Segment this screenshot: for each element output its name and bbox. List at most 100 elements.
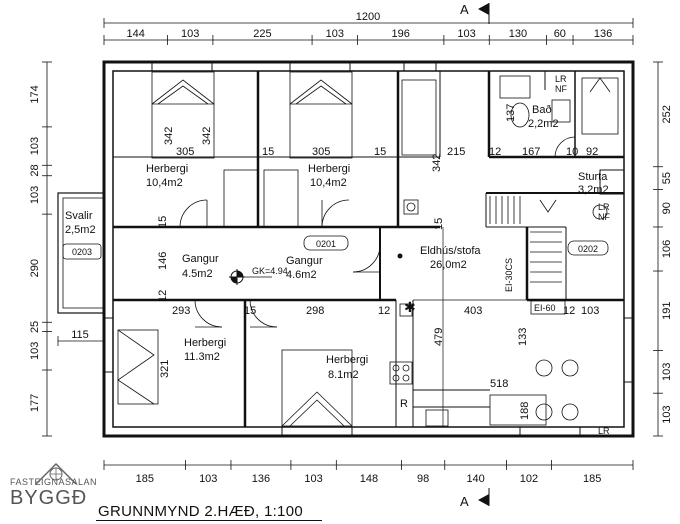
dim-15d: 15 [433, 218, 445, 230]
room-herbergi-3-name: Herbergi [184, 337, 226, 349]
dim-305a: 305 [176, 146, 194, 158]
room-herbergi-4-name: Herbergi [326, 354, 368, 366]
dim-top-8: 136 [594, 28, 612, 40]
dim-305b: 305 [312, 146, 330, 158]
code-0203: 0203 [72, 247, 92, 257]
dim-right-5: 103 [661, 363, 673, 381]
smoke-detector-icon: ✱ [404, 299, 416, 315]
svg-text:0202: 0202 [578, 244, 598, 254]
room-herbergi-1-name: Herbergi [146, 163, 188, 175]
ei60-label: EI-60 [530, 300, 566, 315]
dim-left-1: 103 [29, 137, 41, 155]
dim-bottom-4: 148 [360, 473, 378, 485]
room-gangur-2-area: 4.6m2 [286, 269, 317, 281]
dim-bottom-0: 185 [136, 473, 154, 485]
dim-bottom-6: 140 [466, 473, 484, 485]
house-logo-icon [35, 462, 77, 485]
dim-right-1: 55 [661, 172, 673, 184]
dim-167: 167 [522, 146, 540, 158]
dim-bottom-3: 103 [304, 473, 322, 485]
dim-left-5: 25 [29, 321, 41, 333]
room-bad-area: 2,2m2 [528, 118, 559, 130]
dim-10: 10 [566, 146, 578, 158]
dim-balcony: 115 [71, 329, 89, 341]
svg-text:0203: 0203 [72, 247, 92, 257]
dim-12a: 12 [489, 146, 501, 158]
dim-right-3: 106 [661, 240, 673, 258]
dim-403: 403 [464, 305, 482, 317]
room-bad-name: Bað [532, 104, 552, 116]
dim-137: 137 [505, 104, 517, 122]
nf-label-shower: NF [598, 212, 610, 222]
dim-bottom-2: 136 [252, 473, 270, 485]
dim-right-2: 90 [661, 202, 673, 214]
dim-right-0: 252 [661, 105, 673, 123]
dim-left-3: 103 [29, 186, 41, 204]
dim-342a: 342 [163, 127, 175, 145]
room-svalir-area: 2,5m2 [65, 224, 96, 236]
room-herbergi-2-area: 10,4m2 [310, 177, 347, 189]
lr-label-shower: LR [598, 202, 610, 212]
balcony [57, 192, 105, 314]
dim-bottom-1: 103 [199, 473, 217, 485]
room-sturta-area: 3,2m2 [578, 184, 609, 196]
room-svalir-name: Svalir [65, 210, 93, 222]
dim-bottom-7: 102 [520, 473, 538, 485]
room-eldhus-area: 26,0m2 [430, 259, 467, 271]
dim-215: 215 [447, 146, 465, 158]
dim-479: 479 [433, 328, 445, 346]
dim-bottom-8: 185 [583, 473, 601, 485]
section-label-top: A [460, 2, 469, 17]
dim-left-2: 28 [29, 164, 41, 176]
dim-top-3: 103 [326, 28, 344, 40]
dim-15b: 15 [374, 146, 386, 158]
dim-518: 518 [490, 378, 508, 390]
dim-12b: 12 [157, 290, 169, 302]
dim-12d: 12 [563, 305, 575, 317]
room-herbergi-1-area: 10,4m2 [146, 177, 183, 189]
room-sturta-name: Sturta [578, 171, 608, 183]
dim-12c: 12 [378, 305, 390, 317]
dim-133: 133 [517, 328, 529, 346]
logo-title: BYGGÐ [10, 487, 88, 509]
dim-top-7: 60 [554, 28, 566, 40]
dim-342b: 342 [201, 127, 213, 145]
lr-label-bath: LR [555, 74, 567, 84]
dim-left-6: 103 [29, 342, 41, 360]
room-gangur-1-area: 4.5m2 [182, 268, 213, 280]
room-gangur-1-name: Gangur [182, 253, 219, 265]
code-0201: 0201 [303, 235, 349, 251]
dim-right-4: 191 [661, 302, 673, 320]
dim-103: 103 [581, 305, 599, 317]
section-marker-top [478, 3, 490, 24]
section-label-bottom: A [460, 494, 469, 509]
dim-top-6: 130 [509, 28, 527, 40]
dim-left-4: 290 [29, 259, 41, 277]
dim-342c: 342 [431, 154, 443, 172]
windows [103, 61, 634, 437]
dim-92: 92 [586, 146, 598, 158]
dim-15a: 15 [262, 146, 274, 158]
lr-label-kitchen: LR [598, 426, 610, 436]
code-0202: 0202 [567, 240, 609, 256]
r-dot [397, 253, 403, 259]
dim-15c: 15 [157, 216, 169, 228]
room-herbergi-4-area: 8.1m2 [328, 369, 359, 381]
logo-subtitle: FASTEIGNASALAN [10, 477, 98, 487]
dim-298: 298 [306, 305, 324, 317]
dim-15e: 15 [244, 305, 256, 317]
r-label: R [400, 398, 408, 410]
room-gangur-2-name: Gangur [286, 255, 323, 267]
dim-293: 293 [172, 305, 190, 317]
svg-text:0201: 0201 [316, 239, 336, 249]
level-marker [229, 269, 272, 285]
dim-top-5: 103 [457, 28, 475, 40]
dim-321: 321 [159, 360, 171, 378]
dimension-lines [42, 18, 663, 470]
interior-walls [113, 71, 624, 427]
logo [6, 456, 106, 518]
nf-label-bath: NF [555, 84, 567, 94]
dim-top-1: 103 [181, 28, 199, 40]
dim-top-0: 144 [127, 28, 145, 40]
